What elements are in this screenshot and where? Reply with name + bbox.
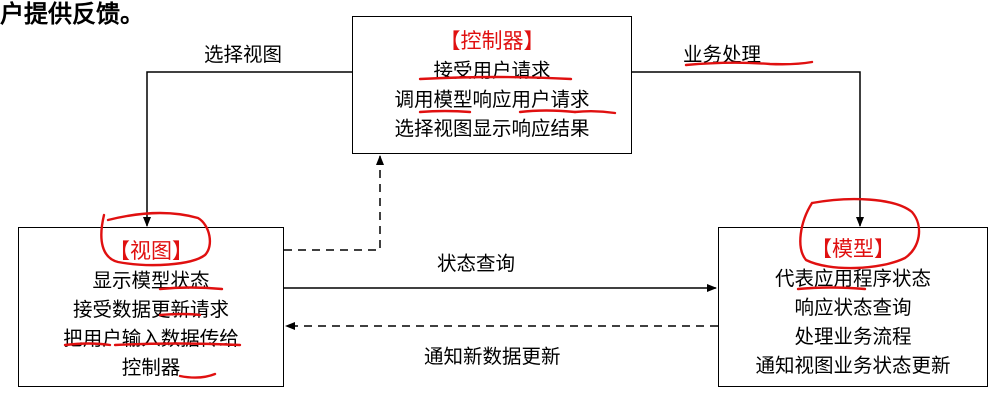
arrow-business (632, 71, 864, 227)
label-business: 业务处理 (683, 43, 762, 66)
model-line: 代表应用程序状态 (774, 267, 931, 290)
model-line: 处理业务流程 (794, 325, 912, 348)
underline-mark (158, 286, 224, 291)
model-title: 【模型】 (811, 237, 895, 261)
underline-mark (178, 372, 217, 379)
heading-fragment: 户提供反馈。 (0, 0, 144, 28)
underline-mark (418, 75, 573, 81)
controller-line: 调用模型响应用户请求 (394, 88, 590, 111)
model-box: 【模型】 代表应用程序状态 响应状态查询 处理业务流程 通知视图业务状态更新 (718, 227, 988, 387)
circle-mark (100, 211, 212, 267)
model-line: 通知视图业务状态更新 (755, 354, 951, 377)
circle-mark (799, 197, 921, 270)
label-state-query: 状态查询 (437, 252, 516, 275)
view-title: 【视图】 (109, 239, 193, 263)
underline-mark (418, 109, 472, 114)
view-line: 控制器 (121, 356, 181, 379)
arrow-select-view (143, 71, 352, 227)
view-box: 【视图】 显示模型状态 接受数据更新请求 把用户输入数据传给 控制器 (18, 227, 284, 387)
view-line: 显示模型状态 (92, 269, 210, 292)
controller-title: 【控制器】 (439, 29, 545, 53)
arrow-view-to-controller (284, 155, 384, 251)
underline-mark (796, 286, 867, 291)
underline-mark (518, 109, 577, 114)
underline-mark (573, 110, 617, 115)
controller-line: 选择视图显示响应结果 (394, 117, 590, 140)
label-notify: 通知新数据更新 (424, 345, 561, 368)
model-line: 响应状态查询 (794, 296, 912, 319)
underline-mark (113, 342, 242, 347)
label-select-view: 选择视图 (204, 43, 283, 66)
underline-mark (63, 342, 112, 347)
underline-mark (158, 312, 202, 317)
underline-mark (684, 60, 814, 67)
